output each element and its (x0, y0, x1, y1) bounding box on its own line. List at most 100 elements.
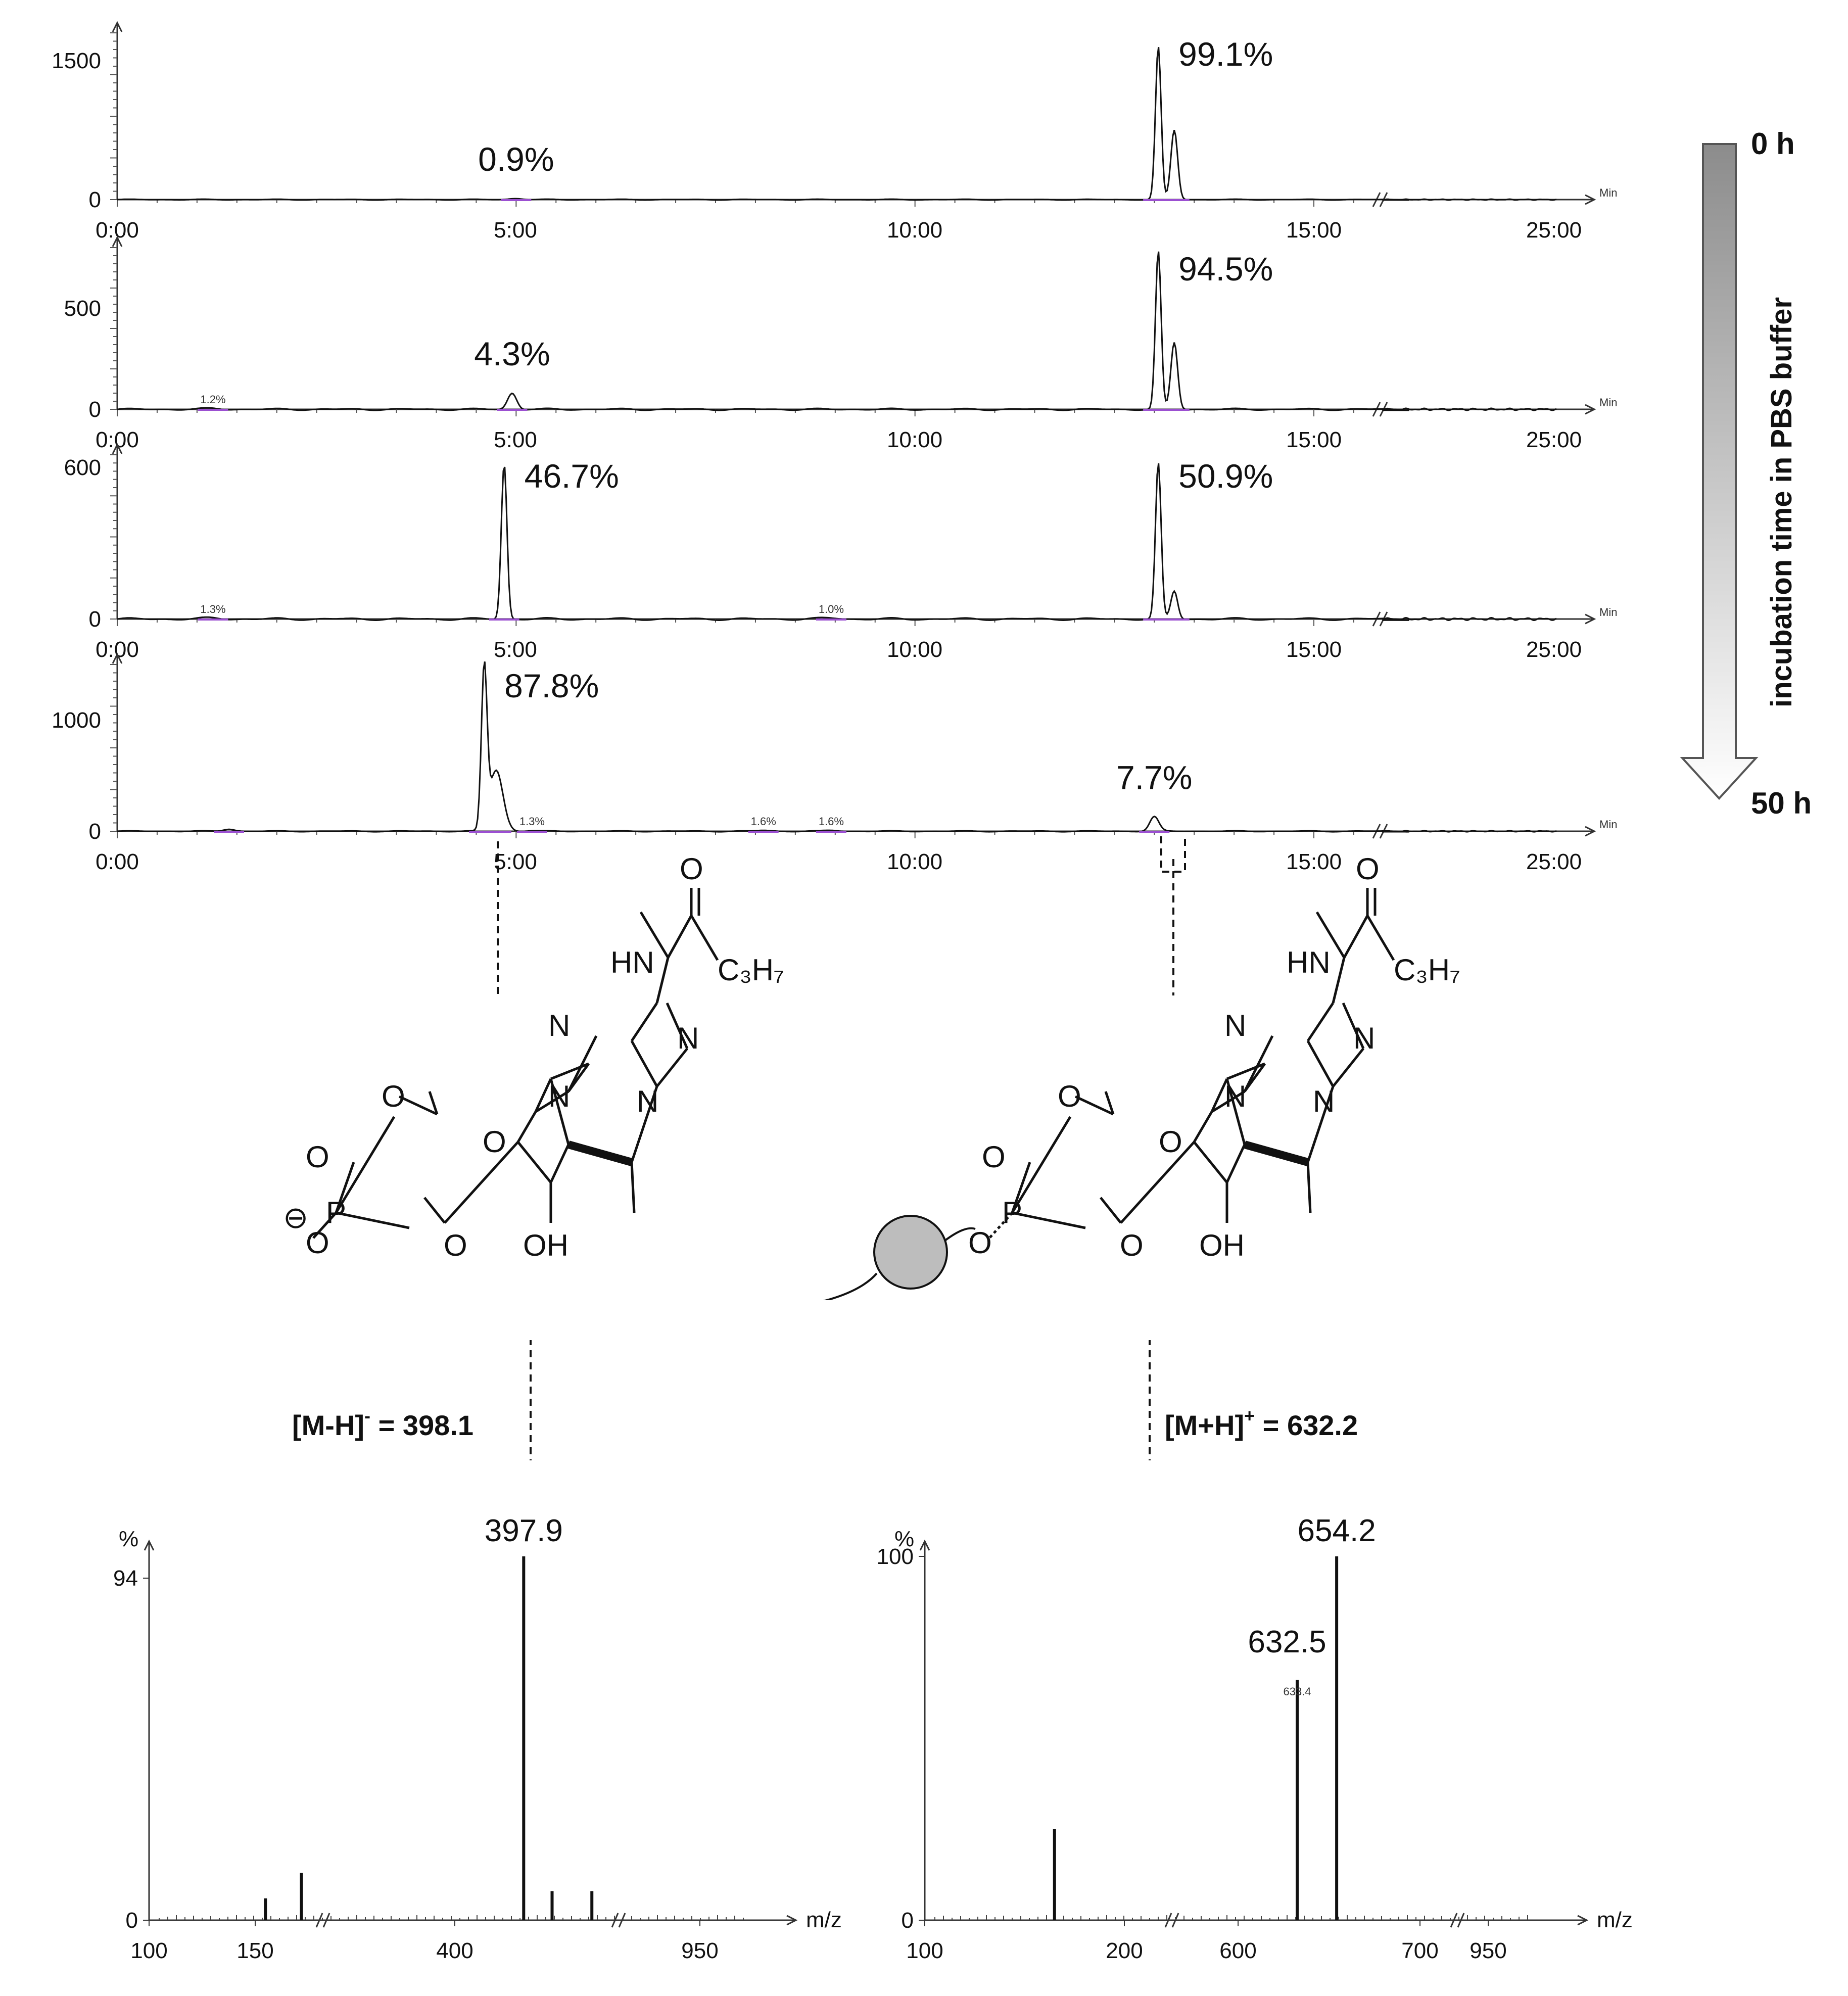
axis-break-mark (618, 1913, 626, 1928)
x-tick-label: 5:00 (494, 849, 537, 874)
x-axis-arrow (786, 1915, 798, 1926)
x-tick-label: 25:00 (1526, 849, 1582, 874)
bond (1011, 1162, 1031, 1213)
bond (335, 1116, 396, 1214)
time-arrow-shape (1680, 143, 1759, 800)
bond (1315, 911, 1346, 959)
peak-area-label: 7.7% (1116, 758, 1192, 796)
x-tick-label: 0:00 (96, 849, 139, 874)
bond (1332, 957, 1346, 1004)
atom-Oeq: O (306, 1140, 329, 1174)
x-tick-label: 25:00 (1526, 218, 1582, 243)
bond (667, 915, 693, 959)
x-tick-label: 5:00 (494, 637, 537, 662)
peak-area-label: 87.8% (504, 667, 599, 704)
axis-break-mark (1164, 1913, 1172, 1928)
atom-N3: N (637, 1084, 658, 1118)
x-tick-label: 10:00 (887, 218, 942, 243)
atom-N7: N (1224, 1009, 1246, 1042)
ms-peak-label: 397.9 (485, 1513, 563, 1548)
bond (1306, 1002, 1335, 1042)
bond (630, 1162, 636, 1213)
x-tick-label: 5:00 (494, 218, 537, 243)
x-tick-label: 25:00 (1526, 637, 1582, 662)
axis-break-mark (322, 1913, 330, 1928)
bond (1193, 1141, 1228, 1183)
x-axis-unit: Min (1599, 186, 1617, 199)
atom-HN: HN (1287, 945, 1331, 979)
prodrug-tail (812, 1272, 878, 1305)
x-tick-label: 15:00 (1286, 849, 1342, 874)
y-tick-label: 94 (113, 1566, 138, 1591)
atom-Oester: O (968, 1226, 992, 1260)
bond (1211, 1090, 1246, 1113)
guide-lines (497, 836, 1186, 1460)
bond (534, 1078, 552, 1113)
atom-N1: N (677, 1021, 699, 1055)
y-tick-label: 600 (64, 455, 101, 480)
compound-number-cover (445, 1310, 1193, 1340)
bond (655, 957, 670, 1004)
bond (1332, 1048, 1364, 1087)
x-tick-label: 15:00 (1286, 427, 1342, 452)
x-tick-label: 150 (236, 1938, 273, 1963)
atom-O5: O (382, 1079, 405, 1113)
bond (1306, 1162, 1312, 1213)
axis-break-mark (315, 1913, 323, 1928)
bond (1074, 1095, 1114, 1116)
atom-labels-12: O HN C₃H₇ N N N N O O O P O O OH (968, 852, 1460, 1262)
x-axis-arrow (1585, 613, 1596, 625)
bond (1104, 1091, 1115, 1115)
x-tick-label: 15:00 (1286, 218, 1342, 243)
chromatogram-trace (117, 661, 1557, 833)
time-arrow-label: incubation time in PBS buffer (1765, 297, 1798, 707)
bond (398, 1095, 438, 1116)
minor-peak-label: 1.2% (200, 393, 225, 406)
atom-O: O (1356, 852, 1380, 886)
x-tick-label: 5:00 (494, 427, 537, 452)
bond (1193, 1111, 1213, 1143)
atom-N9: N (1224, 1079, 1246, 1113)
minor-peak-label: 1.3% (519, 815, 545, 828)
atom-C3H7: C₃H₇ (718, 953, 784, 987)
atom-OH: OH (1199, 1228, 1245, 1262)
atom-N7: N (548, 1009, 570, 1042)
bond (550, 1062, 589, 1080)
y-tick-label: 1500 (52, 49, 101, 73)
ms-label-left-charge: - (364, 1405, 370, 1426)
atom-O3: O (444, 1228, 467, 1262)
y-tick-label: 0 (89, 607, 101, 632)
integration-window-bracket (1160, 836, 1186, 873)
atom-P: P (326, 1196, 346, 1229)
negative-charge-symbol: ⊖ (283, 1201, 308, 1234)
bond (630, 1086, 658, 1163)
x-axis-unit: m/z (806, 1908, 842, 1932)
axis-break-mark (1450, 1913, 1458, 1928)
bond (516, 1111, 537, 1143)
bond (428, 1091, 439, 1115)
atom-HN: HN (610, 945, 654, 979)
bond (444, 1141, 519, 1224)
bond-wedge (567, 1140, 633, 1166)
bond (1306, 1086, 1335, 1163)
x-axis-unit: Min (1599, 396, 1617, 409)
bond (1226, 1062, 1265, 1080)
atom-N3: N (1313, 1084, 1335, 1118)
bond (690, 915, 719, 961)
x-tick-label: 400 (436, 1938, 473, 1963)
bond (1243, 1063, 1266, 1092)
bond (1210, 1078, 1228, 1113)
minor-peak-label: 1.6% (751, 815, 776, 828)
y-tick-label: 1000 (52, 708, 101, 733)
x-tick-label: 600 (1219, 1938, 1256, 1963)
x-axis-unit: Min (1599, 606, 1617, 619)
atom-N9: N (548, 1079, 570, 1113)
bond (1342, 1002, 1365, 1050)
atom-O4: O (1159, 1125, 1182, 1159)
x-tick-label: 10:00 (887, 637, 942, 662)
bond (1012, 1211, 1086, 1229)
prodrug-moiety-sphere (873, 1215, 948, 1290)
chromatogram-trace (117, 251, 1557, 411)
atom-labels-16: O HN C₃H₇ N N N N O O O P O O OH ⊖ (283, 852, 784, 1262)
